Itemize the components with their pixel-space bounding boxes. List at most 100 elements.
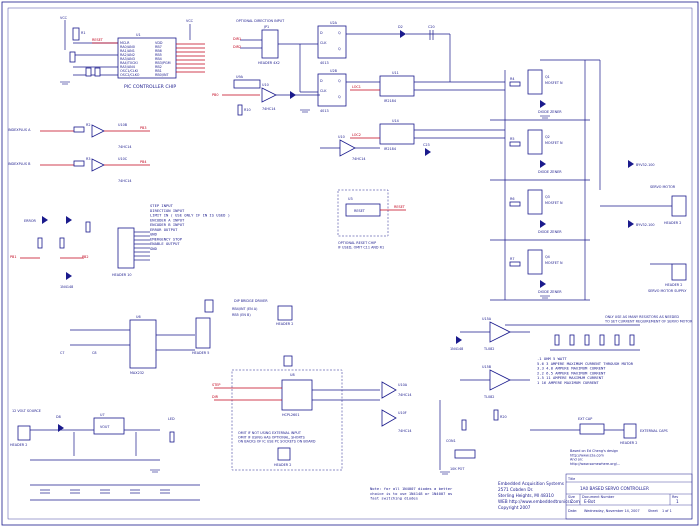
svg-text:C23: C23 — [423, 143, 430, 147]
svg-text:HEADER 2: HEADER 2 — [274, 463, 291, 467]
svg-text:RB3/PGM: RB3/PGM — [155, 61, 171, 65]
svg-text:PB4: PB4 — [140, 160, 147, 164]
svg-text:R3: R3 — [86, 157, 91, 161]
comparator-section: U15A TL082 U15B TL082 1N4148 10K POT R20… — [439, 317, 530, 471]
svg-text:TL082: TL082 — [483, 395, 494, 399]
servo-motor-label: SERVO MOTOR — [650, 185, 676, 189]
svg-text:PB0: PB0 — [212, 93, 219, 97]
svg-text:RA0/AN0: RA0/AN0 — [120, 45, 135, 49]
title-field-label: Title — [567, 477, 575, 481]
sheet-inner-border — [7, 7, 693, 520]
servo-motor-header — [671, 195, 687, 217]
company-name: Embedded Acquisition Systems — [498, 481, 564, 486]
copyright: Copyright 2007 — [498, 505, 531, 510]
svg-text:HEADER 2: HEADER 2 — [664, 221, 681, 225]
svg-text:D2: D2 — [398, 25, 403, 29]
twelve-volt-label: 12 VOLT SOURCE — [12, 409, 41, 413]
svg-text:RA2/AN2: RA2/AN2 — [120, 53, 135, 57]
svg-text:U10C: U10C — [118, 157, 128, 161]
svg-text:DIODE ZENER: DIODE ZENER — [538, 110, 562, 114]
doc-field-label: Document Number — [582, 495, 615, 499]
svg-text:RB5: RB5 — [155, 53, 162, 57]
rev-field-label: Rev — [672, 495, 678, 499]
svg-text:U15B: U15B — [482, 365, 492, 369]
svg-text:RA5/AN4: RA5/AN4 — [120, 65, 135, 69]
svg-text:4013: 4013 — [320, 109, 329, 113]
date-field-label: Date: — [568, 509, 577, 513]
svg-text:U11: U11 — [392, 71, 399, 75]
svg-text:IR2184: IR2184 — [384, 147, 396, 151]
size-field-label: Size — [568, 495, 575, 499]
pic-chip-body — [117, 37, 177, 79]
svg-text:Q: Q — [338, 95, 341, 99]
svg-text:MOSFET N: MOSFET N — [545, 261, 563, 265]
svg-text:RA4/T0CKI: RA4/T0CKI — [120, 61, 138, 65]
svg-text:R10: R10 — [244, 108, 251, 112]
svg-text:OSC1/CLKI: OSC1/CLKI — [120, 69, 138, 73]
svg-text:HEADER 2: HEADER 2 — [10, 443, 27, 447]
doc-value: E-Bot — [584, 499, 595, 504]
svg-text:RA3/AN3: RA3/AN3 — [120, 57, 135, 61]
power-supply-section: 12 VOLT SOURCE HEADER 2 VOUT U7 D8 LED — [10, 409, 200, 501]
svg-text:DIR1: DIR1 — [233, 37, 241, 41]
reset-net-label: RESET — [394, 205, 406, 209]
svg-text:DIR: DIR — [212, 395, 219, 399]
svg-text:U3: U3 — [348, 197, 353, 201]
svg-text:1N4148: 1N4148 — [60, 285, 73, 289]
title-value: 1A0 BASED SERVO CONTROLLER — [580, 486, 649, 491]
svg-text:DIODE ZENER: DIODE ZENER — [538, 170, 562, 174]
svg-text:HEADER 2: HEADER 2 — [665, 283, 682, 287]
svg-text:U10: U10 — [338, 135, 345, 139]
svg-text:U9A: U9A — [236, 75, 244, 79]
svg-text:CLK: CLK — [320, 89, 327, 93]
svg-text:U1: U1 — [136, 33, 141, 37]
company-address-1: 2571 Cobden Dr. — [498, 487, 533, 492]
svg-text:LOC2: LOC2 — [352, 133, 361, 137]
svg-text:RB6: RB6 — [155, 49, 162, 53]
svg-text:RB7: RB7 — [155, 45, 162, 49]
svg-text:R1: R1 — [81, 31, 86, 35]
svg-text:R20: R20 — [500, 415, 507, 419]
svg-text:4013: 4013 — [320, 61, 329, 65]
svg-text:RESET: RESET — [354, 209, 366, 213]
svg-text:RESET: RESET — [92, 38, 104, 42]
svg-text:D8: D8 — [56, 415, 61, 419]
svg-text:U10A: U10A — [398, 383, 408, 387]
svg-text:PB3: PB3 — [140, 126, 147, 130]
company-block: Embedded Acquisition Systems 2571 Cobden… — [498, 481, 580, 510]
svg-text:HEADER 5: HEADER 5 — [192, 351, 209, 355]
svg-text:Q1: Q1 — [545, 75, 550, 79]
svg-text:STEP: STEP — [212, 383, 220, 387]
pic-controller-label: PIC CONTROLLER CHIP — [124, 84, 176, 90]
svg-text:U10: U10 — [262, 83, 269, 87]
svg-text:PB2: PB2 — [82, 255, 89, 259]
company-address-2: Sterling Heights, MI 48310 — [498, 493, 554, 498]
svg-text:HEADER 2: HEADER 2 — [620, 441, 637, 445]
svg-text:U14: U14 — [392, 119, 399, 123]
sheet-field-label: Sheet — [648, 509, 658, 513]
svg-text:R4: R4 — [510, 77, 515, 81]
svg-text:U15A: U15A — [482, 317, 492, 321]
svg-text:TL082: TL082 — [483, 347, 494, 351]
svg-text:INDEXPLUS B: INDEXPLUS B — [8, 162, 31, 166]
svg-text:RB0/INT: RB0/INT — [155, 73, 170, 77]
svg-text:RA1/AN1: RA1/AN1 — [120, 49, 135, 53]
svg-text:C8: C8 — [92, 351, 97, 355]
svg-text:DIR2: DIR2 — [233, 45, 241, 49]
svg-text:LOC1: LOC1 — [352, 85, 361, 89]
svg-text:CLK: CLK — [320, 41, 327, 45]
svg-text:HEADER 2: HEADER 2 — [276, 322, 293, 326]
svg-text:DIODE ZENER: DIODE ZENER — [538, 230, 562, 234]
step-input-path: PB0 U10 R10 74HC14 U9A U10 74HC14 — [212, 75, 380, 161]
svg-text:IR2184: IR2184 — [384, 99, 396, 103]
svg-text:Q: Q — [338, 47, 341, 51]
